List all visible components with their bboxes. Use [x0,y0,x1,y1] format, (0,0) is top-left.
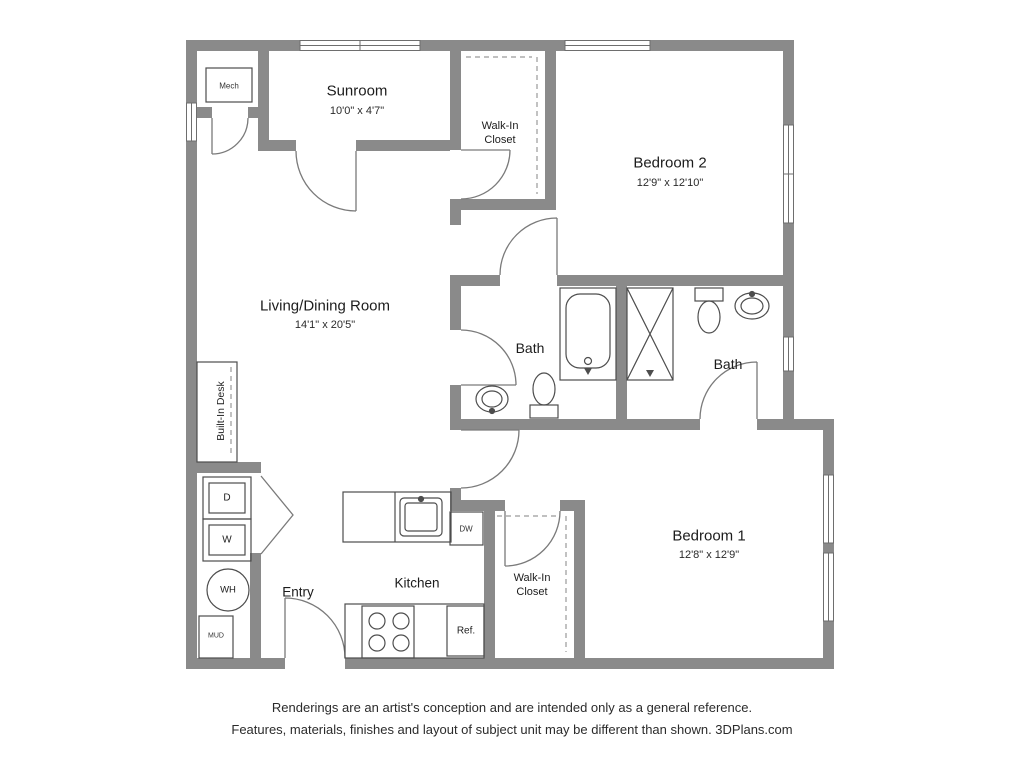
door-swing [504,510,561,567]
disclaimer-line1: Renderings are an artist's conception an… [271,700,753,715]
closet-line1: Walk-In [481,120,519,132]
stove [361,605,415,659]
disclaimer-line2: Features, materials, finishes and layout… [231,722,793,737]
window [564,40,651,51]
closet-line2: Closet [516,586,548,598]
mech-box [205,67,253,103]
washer-label: W [222,534,232,546]
window [783,336,794,372]
water-heater-circle [206,568,250,612]
door-swing [460,329,517,386]
kitchen-island [342,491,452,543]
bifold-doors [260,475,294,555]
window [823,552,834,622]
window [783,124,794,224]
built-in-desk-label: Built-In Desk [215,381,227,441]
fixtures [196,67,770,659]
sunroom-label: Sunroom [326,82,388,100]
door-swing [295,150,357,212]
living-dining-label: Living/Dining Room [259,297,391,315]
dishwasher-label: DW [459,524,473,534]
walk-in-closet-top-label: Walk-In Closet [482,119,519,147]
water-heater-label: WH [220,584,236,596]
window [299,40,421,51]
bedroom2-label: Bedroom 2 [633,154,707,172]
sink [475,385,509,415]
bathtub [559,287,617,381]
closet-dashes [230,56,567,652]
walk-in-closet-bottom-label: Walk-In Closet [514,571,551,599]
interior-walls [197,51,834,658]
wall-openings [212,107,757,669]
mud-box [198,615,234,659]
doors [211,117,758,659]
door-swing [460,149,511,200]
bedroom1-dims: 12'8" x 12'9" [678,549,740,561]
dryer-label: D [223,492,231,504]
closet-line2: Closet [484,134,516,146]
door-swing [460,429,520,489]
sink [734,290,770,320]
entry-label: Entry [282,584,314,600]
mud-label: MUD [208,632,224,640]
bath1-label: Bath [515,340,545,356]
window [186,102,197,142]
washer-box [202,518,252,562]
bedroom2-dims: 12'9" x 12'10" [636,177,704,189]
door-swing [699,361,758,420]
door-swing [284,597,346,659]
dishwasher-box [449,511,484,546]
door-swing [499,217,558,276]
closet-line1: Walk-In [513,572,551,584]
refrigerator-label: Ref. [456,625,476,637]
built-in-desk-box [196,361,238,463]
living-dining-dims: 14'1" x 20'5" [294,319,356,331]
window [823,474,834,544]
door-swing [211,117,249,155]
windows [186,40,834,622]
mech-label: Mech [219,81,239,91]
bedroom1-label: Bedroom 1 [672,527,746,545]
kitchen-label: Kitchen [394,575,440,591]
bath2-label: Bath [713,356,743,372]
toilet [694,287,724,334]
sunroom-dims: 10'0" x 4'7" [329,105,385,117]
shower [626,287,674,381]
toilet [529,372,559,419]
refrigerator-box [446,605,485,657]
